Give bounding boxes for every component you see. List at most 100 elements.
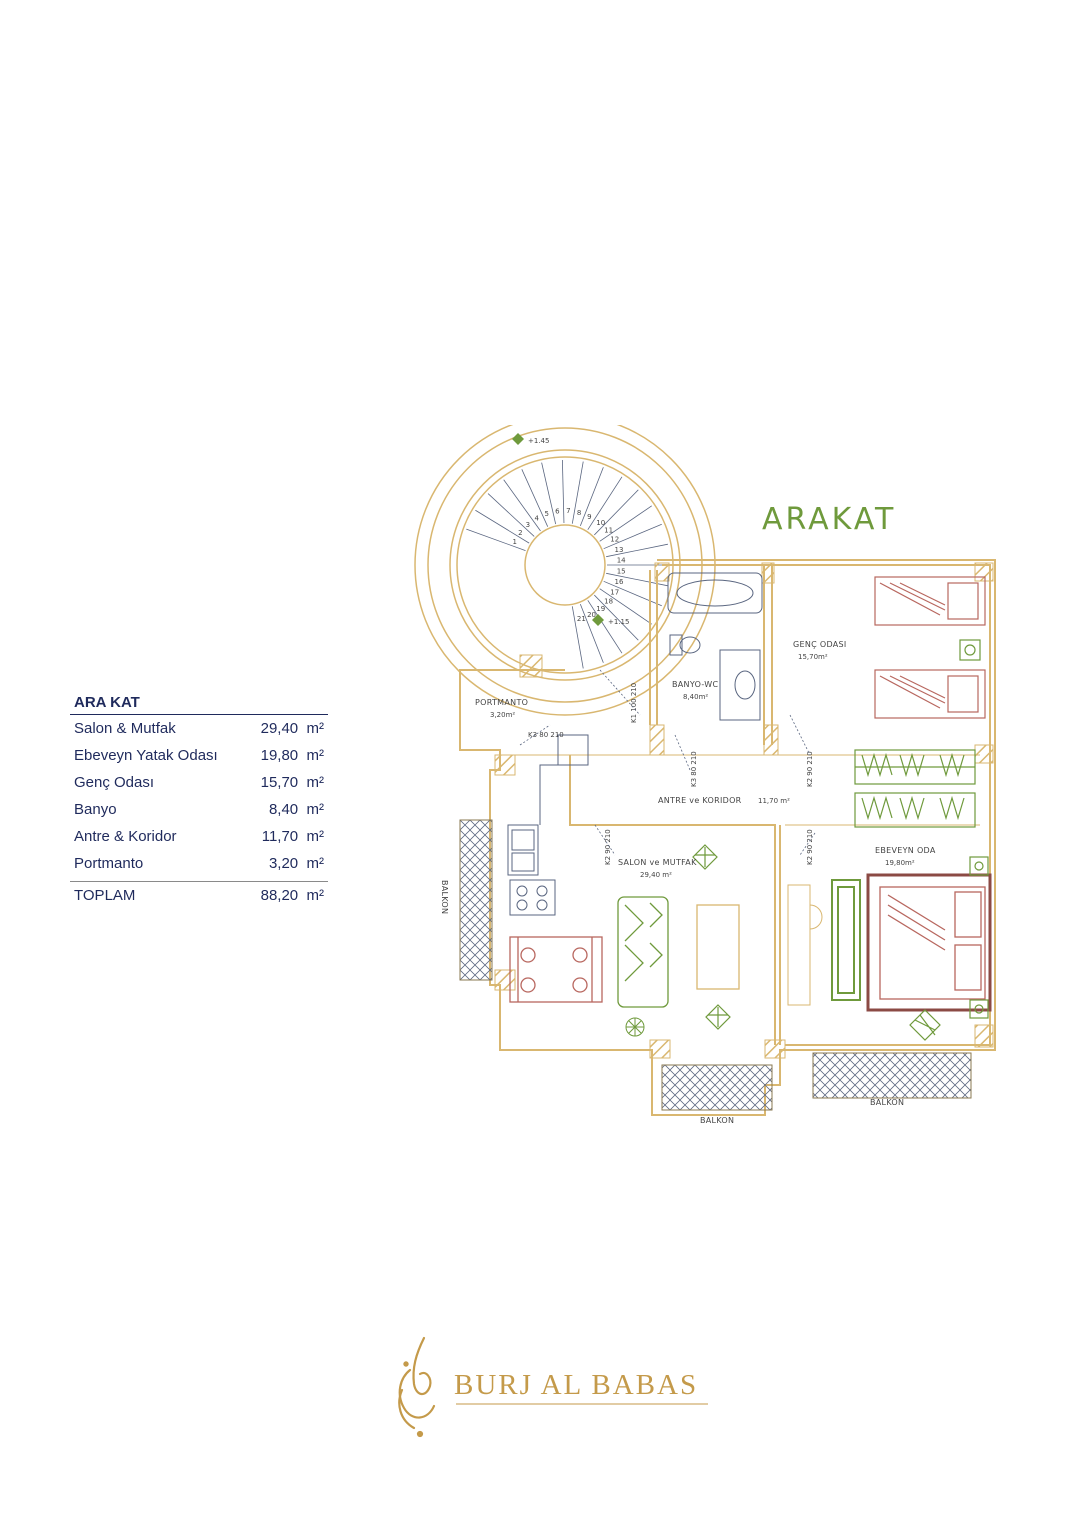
room-salon: SALON ve MUTFAK 29,40 m² <box>618 858 697 879</box>
balcony-left-label: BALKON <box>440 880 449 914</box>
stair-tread <box>466 528 526 552</box>
stair-number: 14 <box>617 557 626 565</box>
room-area: 15,70m² <box>798 653 828 661</box>
stair-number: 6 <box>555 507 560 515</box>
plan-title: ARAKAT <box>762 502 896 537</box>
area-row-name: Antre & Koridor <box>74 828 177 845</box>
room-area: 19,80m² <box>885 859 915 867</box>
area-row-unit: m² <box>306 720 325 737</box>
door-tag-k2-salon: K2 90 210 <box>604 829 612 865</box>
stair-number: 8 <box>577 509 581 517</box>
stair-number: 13 <box>615 546 624 554</box>
level-marker-upper: +1.45 <box>512 433 549 445</box>
toilet <box>669 634 701 656</box>
area-row-name: Genç Odası <box>74 774 155 791</box>
stair-number: 12 <box>610 536 619 544</box>
level-marker-lower: +1.15 <box>592 614 629 626</box>
area-row-name: Ebeveyn Yatak Odası <box>74 747 218 764</box>
stair-tread <box>487 493 535 537</box>
area-row-unit: m² <box>306 828 325 845</box>
room-label: GENÇ ODASI <box>793 640 847 649</box>
area-total-value: 88,20 <box>260 887 299 904</box>
area-row-unit: m² <box>306 774 325 791</box>
balcony-left: BALKON <box>440 819 493 981</box>
area-row: Ebeveyn Yatak Odası 19,80 m² <box>70 742 328 769</box>
room-ebeveyn: EBEVEYN ODA 19,80m² <box>875 846 936 867</box>
stair-tread <box>571 461 584 524</box>
stair-number: 1 <box>512 538 516 546</box>
dresser <box>831 879 861 1001</box>
sofa <box>617 896 669 1008</box>
balcony-bottom-right: BALKON <box>812 1052 972 1107</box>
stair-number: 20 <box>587 611 596 619</box>
room-area: 11,70 m² <box>758 797 790 805</box>
area-row-value: 29,40 <box>260 720 299 737</box>
stair-tread <box>521 469 549 527</box>
area-row-value: 3,20 <box>268 855 299 872</box>
stair-tread <box>594 489 639 536</box>
stair-number: 11 <box>604 527 613 535</box>
stair-number: 9 <box>587 513 591 521</box>
room-portmanto: PORTMANTO 3,20m² <box>475 698 528 719</box>
room-banyo: BANYO-WC 8,40m² <box>672 680 718 701</box>
stair-number: 10 <box>596 519 605 527</box>
stair-tread <box>579 467 604 527</box>
dining-table <box>509 936 603 1003</box>
coffee-table <box>696 904 740 990</box>
stair-number: 17 <box>610 588 619 596</box>
stair-number: 21 <box>577 615 586 623</box>
door-tag-k3-banyo: K3 80 210 <box>690 751 698 787</box>
nightstand-genc <box>959 639 981 661</box>
stair-tread <box>603 523 662 550</box>
area-row-value: 11,70 <box>261 828 299 845</box>
stair-tread <box>606 543 668 558</box>
armchair-ebeveyn <box>909 1009 941 1041</box>
room-genc-odasi: GENÇ ODASI 15,70m² <box>793 640 847 661</box>
balcony-bottom-center-label: BALKON <box>700 1116 734 1125</box>
level-lower-text: +1.15 <box>608 618 629 626</box>
area-row-unit: m² <box>306 801 325 818</box>
bathtub <box>667 572 763 614</box>
armchair-top <box>692 844 718 870</box>
door-tag-k3-portmanto: K3 80 210 <box>528 731 564 739</box>
area-row-unit: m² <box>306 747 325 764</box>
stair-treads <box>466 460 670 669</box>
stair-tread <box>599 505 652 542</box>
area-table-divider <box>70 881 328 882</box>
calligraphy-emblem-icon <box>398 1336 436 1438</box>
balcony-bottom-right-label: BALKON <box>870 1098 904 1107</box>
walls <box>459 559 996 1116</box>
stair-tread <box>594 594 639 641</box>
stair-number: 2 <box>518 529 522 537</box>
area-row-value: 19,80 <box>260 747 299 764</box>
stair-tread <box>599 588 652 625</box>
stair-tread <box>475 509 530 544</box>
double-bed <box>866 873 992 1012</box>
area-row-name: Banyo <box>74 801 117 818</box>
brand-name: BURJ AL BABAS <box>454 1369 698 1401</box>
stair-tread <box>603 580 662 607</box>
door-tag-k1: K1 100 210 <box>630 683 638 723</box>
stair-tread <box>561 460 565 524</box>
area-table-heading: ARA KAT <box>70 692 328 715</box>
stair-number: 4 <box>535 514 540 522</box>
vanity-stool <box>787 884 823 1006</box>
plant <box>625 1017 645 1037</box>
stair-tread <box>587 600 623 654</box>
balcony-bottom-center: BALKON <box>661 1064 773 1125</box>
room-area: 8,40m² <box>683 693 708 701</box>
stair-number: 7 <box>566 507 570 515</box>
stair-tread <box>571 606 584 669</box>
stair-number: 19 <box>596 605 605 613</box>
level-upper-text: +1.45 <box>528 437 549 445</box>
armchair-bottom <box>705 1004 731 1030</box>
ebeveyn-nightstands <box>969 856 989 1019</box>
